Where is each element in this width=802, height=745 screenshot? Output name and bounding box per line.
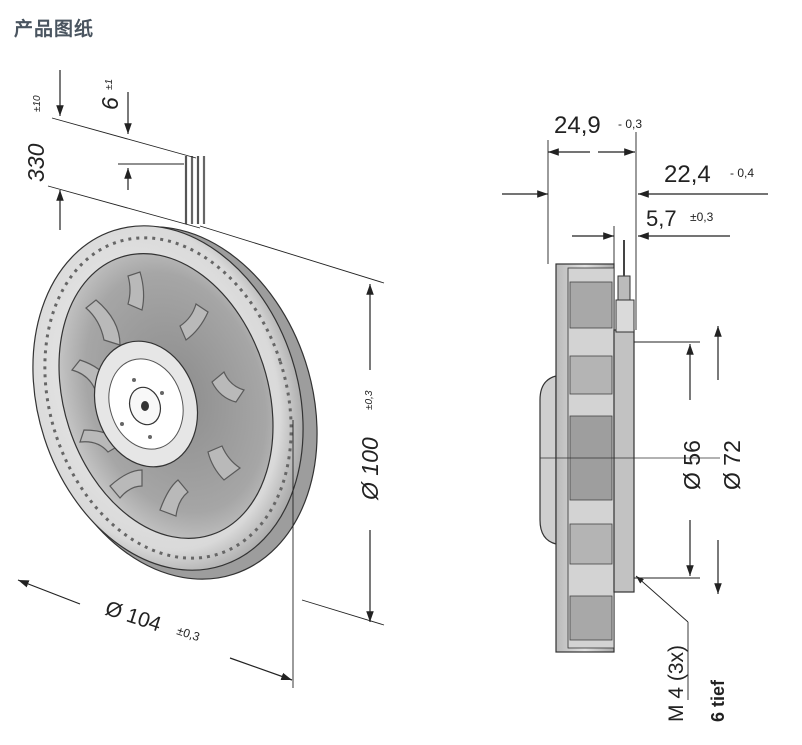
dim-outer-diameter: Ø 104 bbox=[102, 597, 164, 637]
dim-flange-depth-tol: ±0,3 bbox=[690, 210, 714, 224]
dim-wheel-depth-tol: - 0,4 bbox=[730, 166, 754, 180]
dim-total-depth: 24,9 bbox=[554, 112, 601, 139]
screw-hole bbox=[160, 391, 164, 395]
screw-hole bbox=[148, 435, 152, 439]
left-dimension-lines bbox=[17, 70, 385, 688]
thread-spec: M 4 (3x) bbox=[665, 645, 688, 722]
housing-slot-pattern bbox=[43, 236, 293, 560]
dim-strip-length: 6 bbox=[97, 97, 123, 110]
cable-bundle bbox=[184, 156, 206, 224]
dim-inlet-diameter: Ø 100 bbox=[357, 437, 383, 501]
dim-diameter-72: Ø 72 bbox=[719, 440, 745, 490]
dim-inlet-diameter-tol: ±0,3 bbox=[364, 390, 375, 410]
dim-strip-length-tol: ±1 bbox=[104, 79, 115, 90]
screw-hole bbox=[132, 378, 136, 382]
fan-3d-view bbox=[32, 156, 318, 580]
dim-flange-depth: 5,7 bbox=[646, 206, 677, 231]
dim-diameter-56: Ø 56 bbox=[679, 440, 705, 490]
dim-cable-length-tol: ±10 bbox=[32, 95, 43, 112]
dim-outer-diameter-tol: ±0,3 bbox=[175, 624, 202, 645]
dim-wheel-depth: 22,4 bbox=[664, 161, 711, 188]
shaft bbox=[141, 401, 149, 411]
dim-total-depth-tol: - 0,3 bbox=[618, 117, 642, 131]
fan-side-view bbox=[539, 240, 720, 653]
impeller-blades bbox=[70, 271, 245, 517]
thread-depth: 6 tief bbox=[708, 679, 728, 722]
right-dimension-lines bbox=[502, 132, 768, 700]
dim-cable-length: 330 bbox=[23, 143, 49, 182]
page-title: 产品图纸 bbox=[14, 18, 95, 40]
screw-hole bbox=[120, 422, 124, 426]
